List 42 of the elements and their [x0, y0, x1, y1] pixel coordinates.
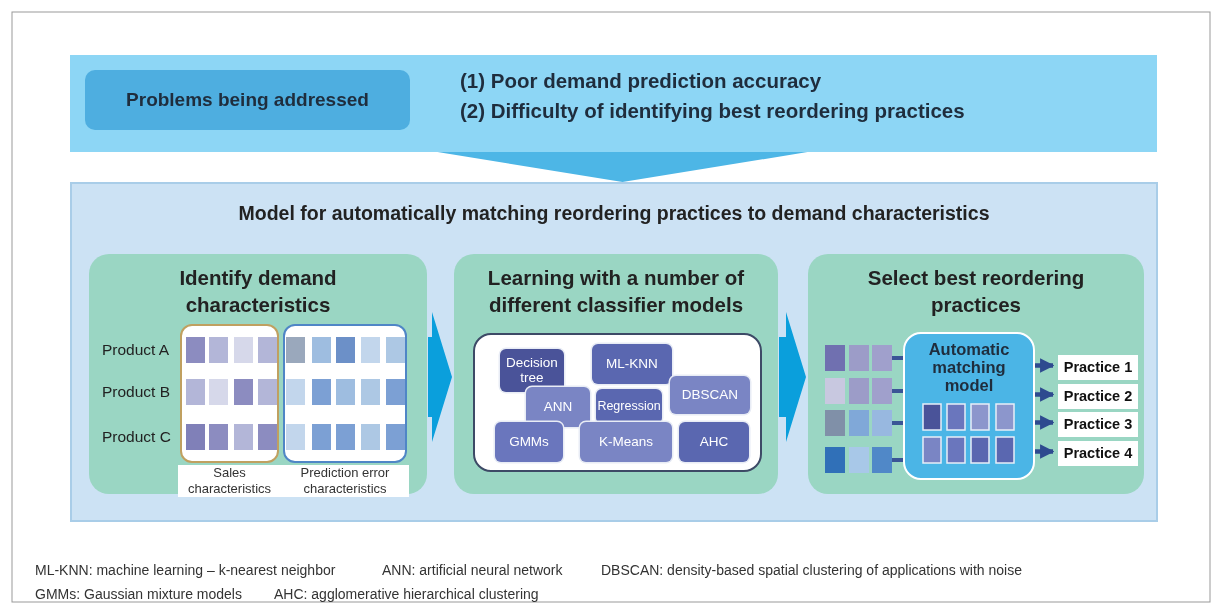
footnote: DBSCAN: density-based spatial clustering of applications with noise	[601, 562, 1022, 578]
matching-model-box	[903, 332, 1035, 480]
classifier-chip: Decision tree	[500, 349, 564, 392]
problem-banner	[70, 55, 1157, 152]
row-label: Product C	[102, 428, 171, 446]
practice-box: Practice 3	[1058, 412, 1138, 437]
footnote: AHC: agglomerative hierarchical clustering	[274, 586, 539, 602]
classifier-chip: ANN	[526, 387, 590, 427]
classifier-chip: ML-KNN	[592, 344, 672, 384]
classifier-box	[473, 333, 762, 472]
step-panel	[454, 254, 778, 494]
classifier-chip: DBSCAN	[670, 376, 750, 414]
practice-box: Practice 2	[1058, 384, 1138, 409]
tile-group-caption: Sales characteristics	[178, 465, 281, 497]
arrow	[1035, 415, 1055, 430]
step-title: Learning with a number of different classifier models	[486, 265, 746, 318]
step-title: Identify demand characteristics	[178, 265, 338, 318]
panel-title: Model for automatically matching reordering practices to demand characteristics	[237, 202, 991, 225]
model-title: Automatic matching model	[927, 340, 1011, 394]
step-title: Select best reordering practices	[866, 265, 1086, 318]
row-label: Product B	[102, 383, 171, 401]
model-panel	[70, 182, 1158, 522]
heading-pill: Problems being addressed	[85, 70, 410, 130]
footnote: ANN: artificial neural network	[382, 562, 563, 578]
arrow	[1035, 444, 1055, 459]
tile-group-caption: Prediction error characteristics	[281, 465, 409, 497]
classifier-chip: K-Means	[580, 422, 672, 462]
practice-box: Practice 4	[1058, 441, 1138, 466]
block-arrow	[428, 312, 452, 442]
practice-box: Practice 1	[1058, 355, 1138, 380]
step-panel	[808, 254, 1144, 494]
footnote: GMMs: Gaussian mixture models	[35, 586, 242, 602]
step-panel	[89, 254, 427, 494]
arrow	[1035, 358, 1055, 373]
problem-statement: (1) Poor demand prediction accuracy	[460, 69, 822, 93]
problem-statement: (2) Difficulty of identifying best reordering practices	[460, 99, 965, 123]
footnote: ML-KNN: machine learning – k-nearest neighbor	[35, 562, 336, 578]
classifier-chip: GMMs	[495, 422, 563, 462]
classifier-chip: AHC	[679, 422, 749, 462]
block-arrow	[779, 312, 806, 442]
row-label: Product A	[102, 341, 170, 359]
arrow	[1035, 387, 1055, 402]
